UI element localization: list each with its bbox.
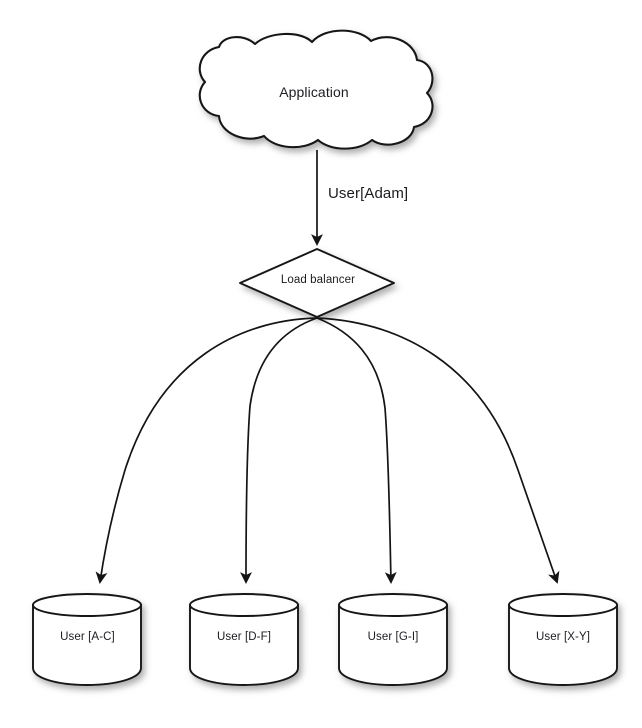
node-cloud[interactable] (198, 29, 434, 150)
node-database-1[interactable] (189, 593, 299, 686)
edge-to-db-1 (240, 317, 318, 584)
node-database-3[interactable] (508, 593, 618, 686)
edge-to-db-0 (95, 317, 318, 584)
edge-group-load-balancer-to-databases (95, 317, 560, 584)
edge-to-db-3 (316, 317, 560, 584)
edge-to-db-2 (316, 317, 397, 584)
node-database-2[interactable] (338, 593, 448, 686)
node-load-balancer[interactable] (239, 248, 395, 318)
node-database-0[interactable] (32, 593, 142, 686)
